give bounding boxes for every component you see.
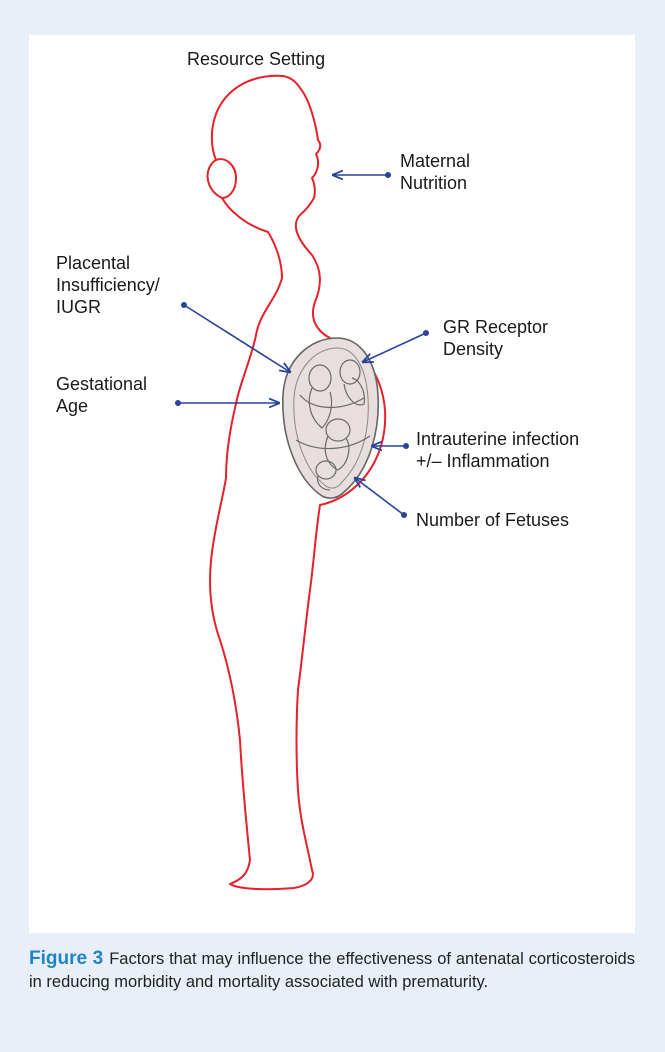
caption-text: Factors that may influence the effective… <box>29 950 635 991</box>
arrow-fetuses <box>355 478 404 515</box>
label-gr-receptor: GR Receptor Density <box>443 316 548 360</box>
ear-outline <box>216 159 236 198</box>
arrow-placental <box>184 305 290 372</box>
label-placental-insufficiency: Placental Insufficiency/ IUGR <box>56 252 160 318</box>
diagram-title: Resource Setting <box>187 48 325 70</box>
label-number-of-fetuses: Number of Fetuses <box>416 509 569 531</box>
woman-silhouette-outline <box>208 76 386 889</box>
figure-label: Figure 3 <box>29 948 103 969</box>
label-intrauterine-infection: Intrauterine infection +/– Inflammation <box>416 428 579 472</box>
arrow-gr-receptor <box>363 333 426 362</box>
label-gestational-age: Gestational Age <box>56 373 147 417</box>
label-maternal-nutrition: Maternal Nutrition <box>400 150 470 194</box>
